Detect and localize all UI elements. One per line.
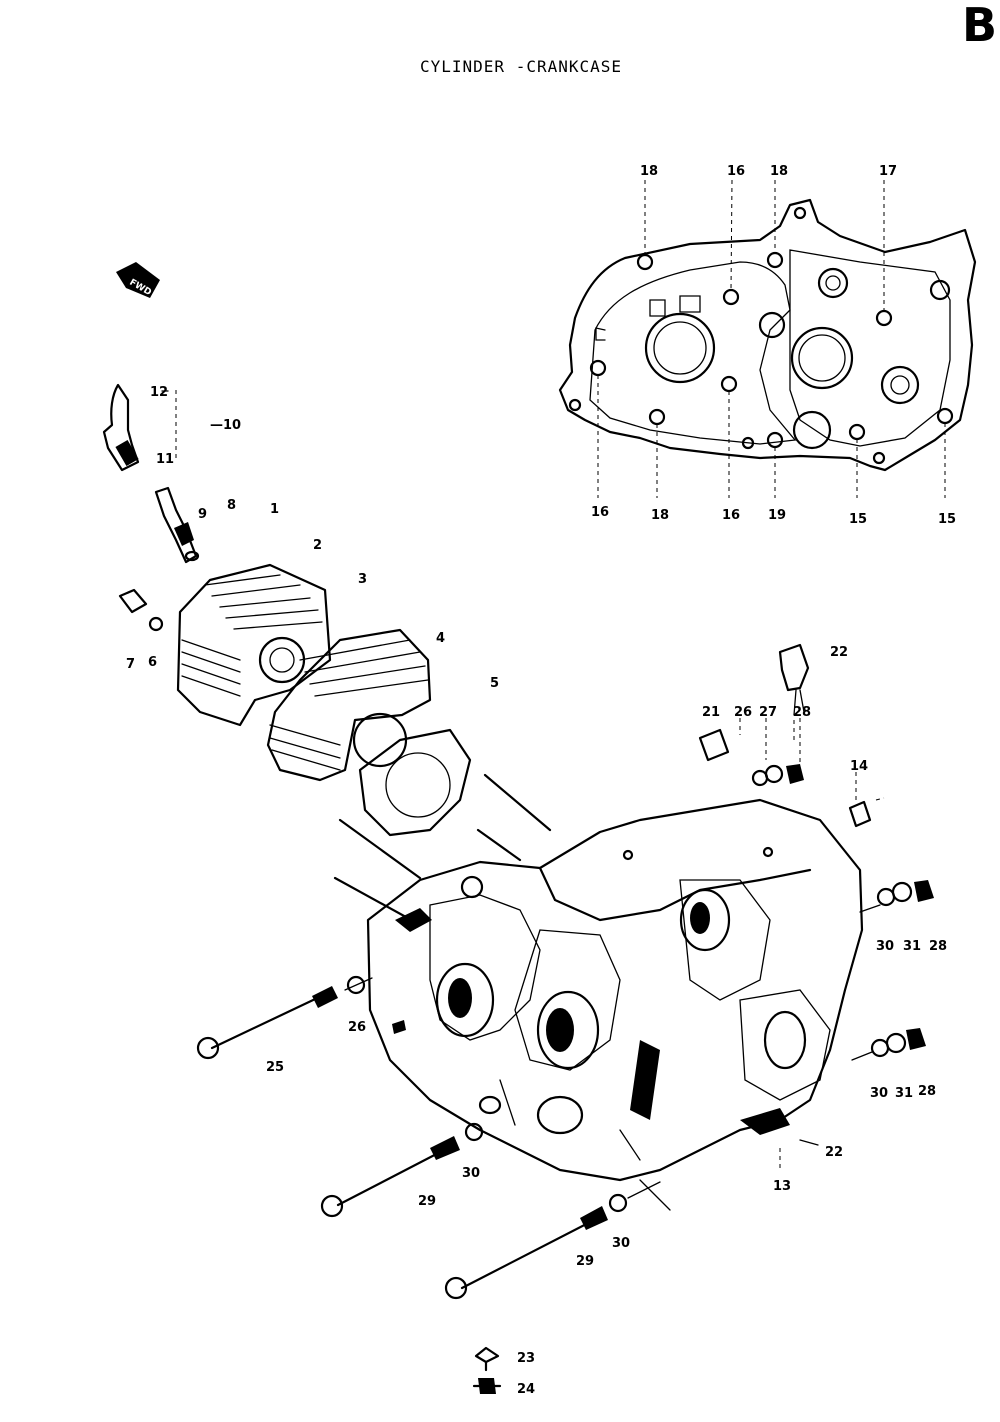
plug-26-lower <box>392 1020 406 1034</box>
callout-9: 9 <box>198 507 207 522</box>
inset-callout-bottom-1: 16 <box>591 505 609 520</box>
callout-1: 1 <box>270 502 279 517</box>
forward-arrow-icon: FWD <box>116 262 160 298</box>
collar-14 <box>848 772 885 828</box>
washer-nut-30-31-28-lower <box>851 1028 926 1061</box>
inset-callout-bottom-4: 19 <box>768 508 786 523</box>
leader-22-lower <box>799 1139 819 1146</box>
washer-nut-26-27-28-top <box>739 718 804 787</box>
callout-31-upper: 31 <box>903 939 921 954</box>
callout-29-lower: 29 <box>576 1254 594 1269</box>
callout-24: 24 <box>517 1382 535 1397</box>
callout-28-upper: 28 <box>793 705 811 720</box>
callout-26-lower: 26 <box>348 1020 366 1035</box>
callout-30-bolt-lower: 30 <box>612 1236 630 1251</box>
washer-nut-30-31-28-upper <box>859 880 934 913</box>
inset-callout-top-3: 18 <box>770 164 788 179</box>
callout-7: 7 <box>126 657 135 672</box>
callout-28-middle: 28 <box>929 939 947 954</box>
callout-27: 27 <box>759 705 777 720</box>
inset-callout-top-2: 16 <box>727 164 745 179</box>
cylinder-studs <box>333 773 552 924</box>
callout-29-upper: 29 <box>418 1194 436 1209</box>
callout-25: 25 <box>266 1060 284 1075</box>
part-23-icon <box>474 1346 500 1372</box>
inset-callout-bottom-3: 16 <box>722 508 740 523</box>
callout-5: 5 <box>490 676 499 691</box>
callout-12: 12 <box>150 385 168 400</box>
callout-26-upper: 26 <box>734 705 752 720</box>
callout-22-upper: 22 <box>830 645 848 660</box>
callout-13: 13 <box>773 1179 791 1194</box>
callout-14: 14 <box>850 759 868 774</box>
callout-22-lower: 22 <box>825 1145 843 1160</box>
bolt-29-upper <box>320 1122 484 1218</box>
callout-30-bolt-upper: 30 <box>462 1166 480 1181</box>
oil-seal-22 <box>778 643 810 740</box>
inset-callout-bottom-6: 15 <box>938 512 956 527</box>
callout-30-upper: 30 <box>876 939 894 954</box>
spark-plug-cap <box>102 383 177 472</box>
inset-callout-top-4: 17 <box>879 164 897 179</box>
inset-callout-bottom-5: 15 <box>849 512 867 527</box>
crankcase-inset-view <box>558 179 977 498</box>
callout-2: 2 <box>313 538 322 553</box>
bolt-25 <box>196 975 373 1060</box>
callout-8: 8 <box>227 498 236 513</box>
callout-3: 3 <box>358 572 367 587</box>
spark-plug <box>154 486 200 564</box>
callout-11: 11 <box>156 452 174 467</box>
dowel-21 <box>698 728 730 762</box>
callout-30-lower: 30 <box>870 1086 888 1101</box>
cylinder-right <box>266 628 432 782</box>
callout-31-lower: 31 <box>895 1086 913 1101</box>
callout-4: 4 <box>436 631 445 646</box>
nuts-6-7 <box>118 588 164 632</box>
cylinder-left <box>176 563 332 727</box>
callout-23: 23 <box>517 1351 535 1366</box>
callout-28-lower: 28 <box>918 1084 936 1099</box>
crankcase-main <box>366 798 864 1211</box>
inset-callout-top-1: 18 <box>640 164 658 179</box>
bolt-29-lower <box>444 1181 661 1300</box>
callout-6: 6 <box>148 655 157 670</box>
callout-10: —10 <box>210 418 241 433</box>
section-letter: B <box>962 0 998 52</box>
inset-callout-bottom-2: 18 <box>651 508 669 523</box>
part-24-icon <box>472 1378 502 1394</box>
diagram-title: CYLINDER -CRANKCASE <box>420 57 623 76</box>
cylinder-base-gasket <box>358 728 472 837</box>
callout-21: 21 <box>702 705 720 720</box>
